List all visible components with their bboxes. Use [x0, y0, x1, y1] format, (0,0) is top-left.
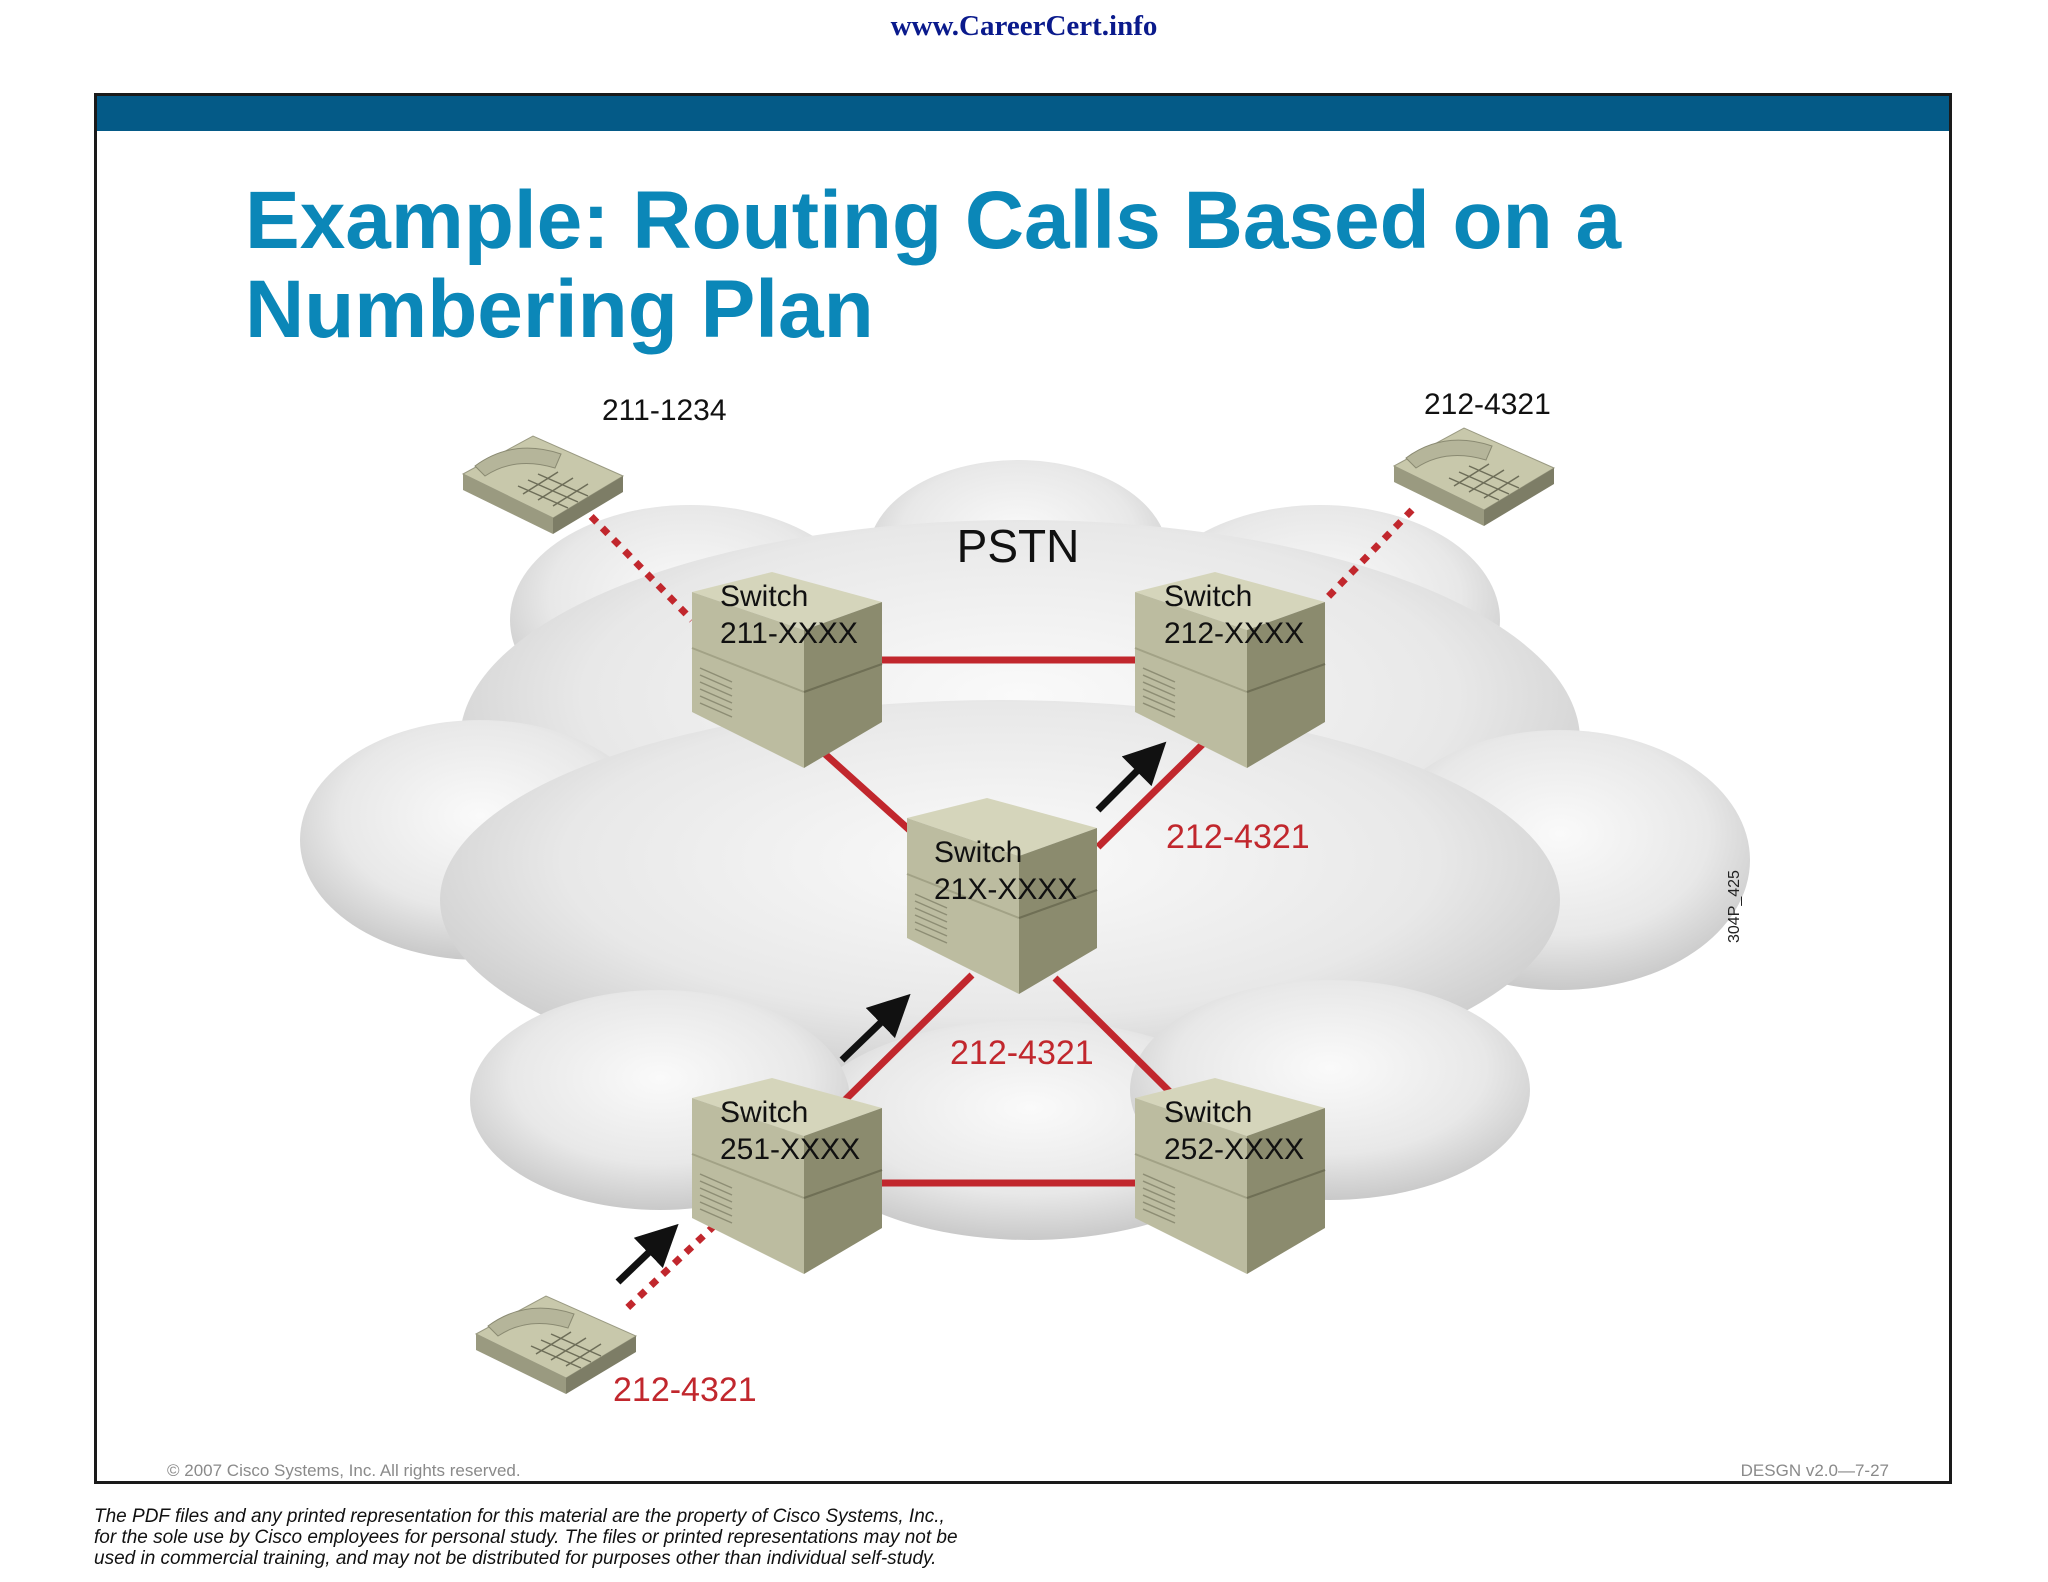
switch-211-label-line2: 211-XXXX	[720, 617, 858, 650]
switch-251-label-line2: 251-XXXX	[720, 1133, 860, 1166]
phone-number-top-right: 212-4321	[1424, 388, 1551, 421]
link-211-21x	[812, 742, 918, 838]
switch-21x-label-line2: 21X-XXXX	[934, 873, 1077, 906]
switch-252-label-line2: 252-XXXX	[1164, 1133, 1304, 1166]
phone-link-211	[577, 502, 695, 623]
phone-link-212	[1322, 507, 1415, 603]
switch-252: Switch 252-XXXX	[1134, 1077, 1326, 1275]
switch-212: Switch 212-XXXX	[1134, 571, 1326, 769]
switch-21x: Switch 21X-XXXX	[906, 797, 1098, 995]
link-21x-252	[1052, 975, 1173, 1095]
switch-21x-label-line1: Switch	[934, 836, 1022, 869]
disclaimer-line2: for the sole use by Cisco employees for …	[94, 1527, 958, 1548]
site-url[interactable]: www.CareerCert.info	[890, 10, 1158, 42]
switch-212-label-line2: 212-XXXX	[1164, 617, 1304, 650]
disclaimer: The PDF files and any printed representa…	[94, 1506, 1194, 1569]
course-code: DESGN v2.0—7-27	[1740, 1461, 1889, 1480]
path-label-mid-center: 212-4321	[950, 1034, 1094, 1072]
pstn-label: PSTN	[957, 520, 1080, 572]
slide-header-bar	[97, 96, 1949, 131]
switch-251-label-line1: Switch	[720, 1096, 808, 1129]
switch-252-label-line1: Switch	[1164, 1096, 1252, 1129]
switch-211: Switch 211-XXXX	[691, 571, 883, 769]
link-212-21x	[1095, 734, 1213, 850]
path-label-mid-right: 212-4321	[1166, 818, 1310, 856]
phone-icon-top-right	[1393, 427, 1555, 527]
disclaimer-line3: used in commercial training, and may not…	[94, 1548, 937, 1569]
switch-251: Switch 251-XXXX	[691, 1077, 883, 1275]
phone-number-top-left: 211-1234	[602, 394, 727, 427]
phone-icon-top-left	[462, 435, 624, 535]
figure-id: 304P_425	[1726, 870, 1743, 943]
disclaimer-line1: The PDF files and any printed representa…	[94, 1506, 945, 1527]
copyright-notice: © 2007 Cisco Systems, Inc. All rights re…	[167, 1461, 521, 1480]
slide-title: Example: Routing Calls Based on a Number…	[245, 176, 1745, 354]
phone-icon-bottom-left	[475, 1295, 637, 1395]
switch-211-label-line1: Switch	[720, 580, 808, 613]
switch-212-label-line1: Switch	[1164, 580, 1252, 613]
phone-number-bottom-left: 212-4321	[613, 1371, 757, 1409]
slide-title-line2: Numbering Plan	[245, 264, 874, 355]
arrow-icon-call-to-251	[615, 1223, 679, 1285]
switch-links	[812, 656, 1213, 1187]
phone-link-251	[622, 1222, 718, 1313]
arrow-icon-21x-to-212	[1095, 741, 1167, 813]
arrow-icon-251-to-21x	[839, 993, 911, 1063]
slide-title-line1: Example: Routing Calls Based on a	[245, 175, 1622, 266]
